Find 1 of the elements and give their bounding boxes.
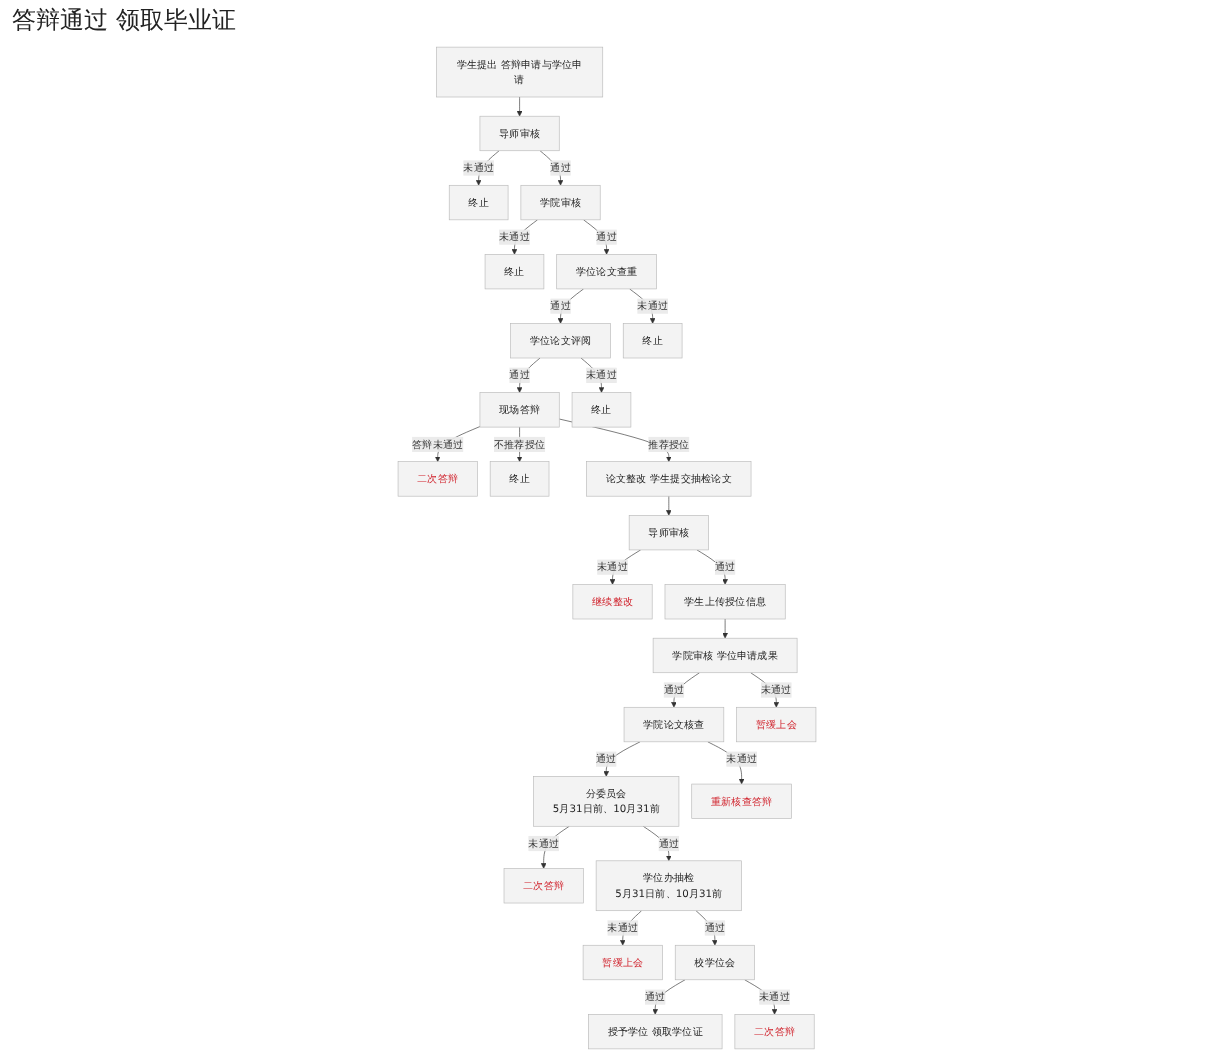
note-text: 答辩通过 领取毕业证 (12, 6, 236, 34)
